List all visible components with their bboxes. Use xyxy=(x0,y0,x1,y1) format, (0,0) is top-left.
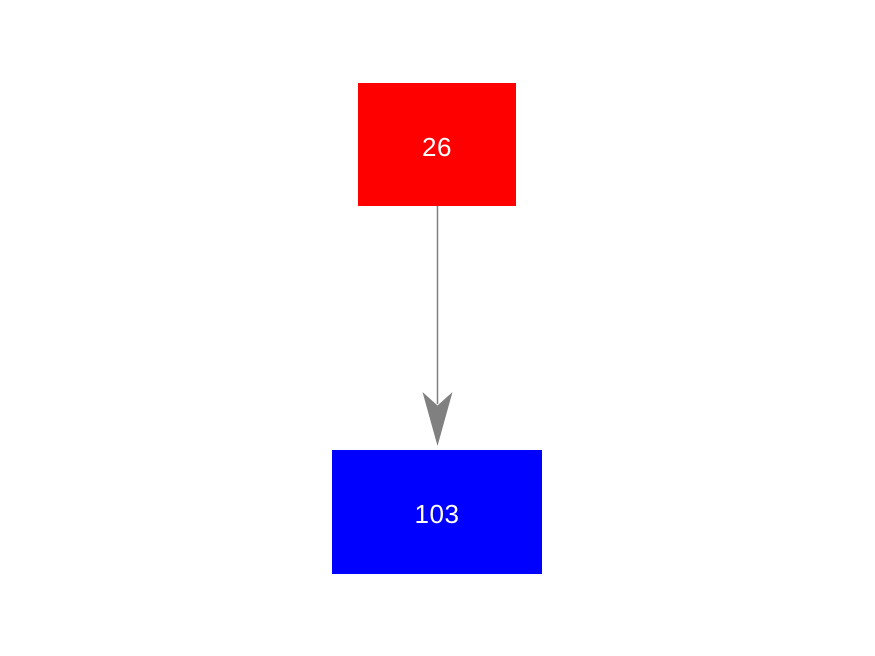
node-red-label: 26 xyxy=(422,131,452,162)
edge-arrowhead-icon xyxy=(422,392,453,446)
diagram-node-red: 26 xyxy=(358,83,516,206)
node-blue-label: 103 xyxy=(414,499,460,529)
diagram-node-blue: 103 xyxy=(332,450,542,574)
